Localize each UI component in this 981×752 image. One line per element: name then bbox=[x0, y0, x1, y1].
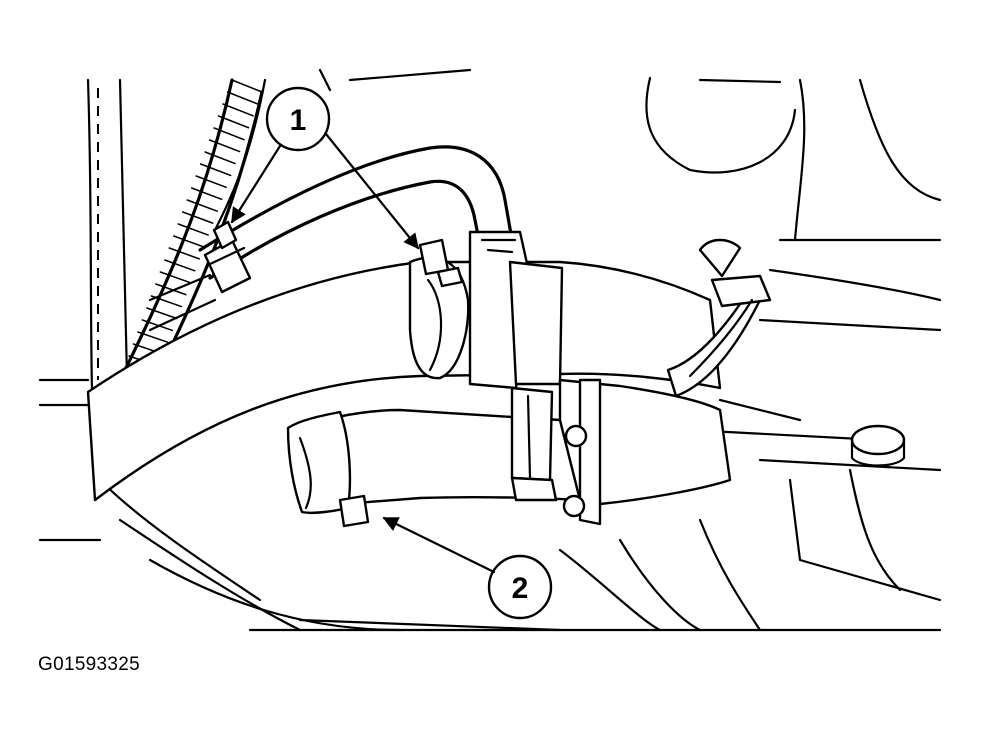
loom-rib bbox=[204, 151, 236, 165]
loom-rib bbox=[208, 139, 241, 153]
loom-rib bbox=[199, 163, 232, 177]
loom-rib bbox=[222, 103, 254, 117]
loom-rib bbox=[181, 211, 214, 224]
callout-2-label: 2 bbox=[512, 572, 529, 605]
callout-1: 1 bbox=[230, 86, 420, 250]
loom-rib bbox=[190, 187, 223, 201]
callout-2: 2 bbox=[382, 516, 553, 620]
loom-rib bbox=[217, 115, 250, 129]
lower-hose bbox=[288, 378, 732, 526]
upper-radiator-hose bbox=[86, 230, 722, 502]
hose-clamp-upper-right bbox=[666, 238, 772, 398]
figure-code: G01593325 bbox=[38, 654, 141, 675]
loom-rib bbox=[168, 247, 201, 260]
callout-1-leader-right bbox=[324, 132, 420, 250]
callout-2-leader bbox=[382, 516, 496, 574]
callout-1-label: 1 bbox=[290, 104, 307, 137]
loom-rib bbox=[231, 79, 263, 93]
loom-rib bbox=[155, 283, 187, 296]
loom-rib bbox=[173, 235, 205, 248]
hose-clamp-upper-left bbox=[408, 238, 470, 380]
upper-tube-clamp bbox=[203, 220, 252, 294]
loom-rib bbox=[186, 199, 218, 212]
upper-tube bbox=[148, 145, 514, 332]
background-structure bbox=[38, 68, 942, 632]
loom-rib bbox=[177, 223, 209, 236]
hose-clamp-lower-right bbox=[510, 386, 558, 502]
loom-rib bbox=[137, 331, 169, 344]
hose-clamp-lower bbox=[286, 410, 370, 528]
loom-rib bbox=[164, 259, 196, 272]
loom-rib bbox=[159, 271, 192, 284]
loom-rib bbox=[226, 91, 259, 105]
loom-rib bbox=[146, 307, 178, 320]
loom-rib bbox=[141, 319, 174, 332]
loom-rib bbox=[213, 127, 245, 141]
loom-rib bbox=[195, 175, 227, 189]
callout-1-leader-left bbox=[230, 144, 282, 224]
